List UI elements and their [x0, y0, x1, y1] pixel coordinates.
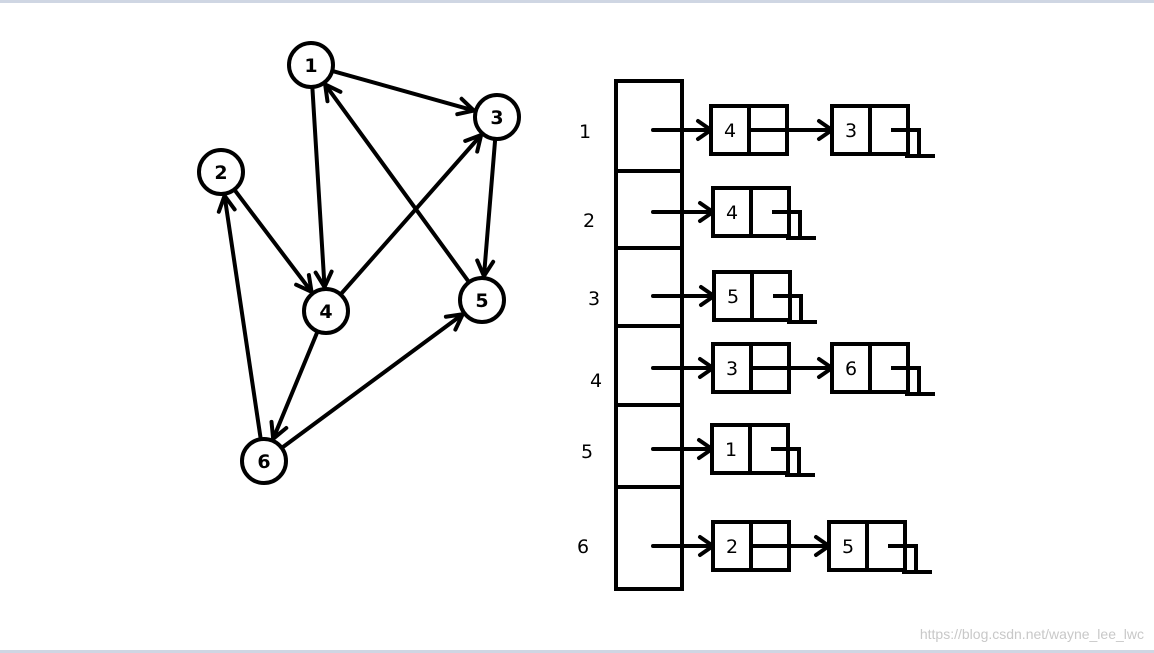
- null-pointer-icon: [771, 447, 815, 477]
- list-node-value: 2: [726, 536, 738, 558]
- watermark: https://blog.csdn.net/wayne_lee_lwc: [919, 626, 1144, 642]
- list-node-value: 5: [727, 286, 739, 308]
- edge-5-1: [323, 82, 471, 284]
- list-node-value: 3: [845, 120, 857, 142]
- edge-4-6: [269, 330, 320, 441]
- list-node-value: 5: [842, 536, 854, 558]
- row-label: 2: [583, 210, 595, 232]
- node-label: 4: [319, 301, 332, 323]
- vertex-array: [614, 79, 684, 591]
- list-node-value: 4: [724, 120, 736, 142]
- graph-node-2: 2: [197, 148, 245, 196]
- edge-4-3: [339, 133, 484, 296]
- graph-node-5: 5: [458, 276, 506, 324]
- node-label: 6: [257, 451, 270, 473]
- bottom-border: [0, 650, 1154, 653]
- node-label: 3: [490, 107, 503, 129]
- list-node-value: 3: [726, 358, 738, 380]
- edge-2-4: [232, 188, 314, 294]
- row-label: 3: [588, 288, 600, 310]
- node-label: 5: [475, 290, 488, 312]
- edge-6-5: [280, 312, 465, 450]
- null-pointer-icon: [891, 366, 935, 396]
- row-label: 1: [579, 121, 591, 143]
- null-pointer-icon: [772, 210, 816, 240]
- list-node-value: 1: [725, 439, 737, 461]
- adjacency-row-1: 1 4 3: [579, 104, 935, 158]
- list-node-value: 6: [845, 358, 857, 380]
- edge-1-4: [310, 85, 334, 290]
- null-pointer-icon: [773, 294, 817, 324]
- list-node-1-4: 4: [709, 104, 789, 156]
- null-pointer-icon: [891, 128, 935, 158]
- edge-3-5: [475, 137, 498, 279]
- graph-node-4: 4: [302, 287, 350, 335]
- null-pointer-icon: [888, 544, 932, 574]
- adjacency-row-6: 6 2 5: [577, 520, 932, 574]
- edge-1-3: [331, 69, 476, 117]
- list-node-value: 4: [726, 202, 738, 224]
- graph-node-6: 6: [240, 437, 288, 485]
- graph-nodes: 1 2 3 4 5 6: [197, 41, 521, 485]
- graph-edges: [216, 69, 498, 450]
- graph-node-1: 1: [287, 41, 335, 89]
- row-label: 4: [590, 370, 602, 392]
- node-label: 2: [214, 162, 227, 184]
- adjacency-row-4: 4 3 6: [590, 342, 935, 396]
- top-border: [0, 0, 1154, 3]
- row-label: 6: [577, 536, 589, 558]
- node-label: 1: [304, 55, 317, 77]
- graph-node-3: 3: [473, 93, 521, 141]
- row-label: 5: [581, 441, 593, 463]
- edge-6-2: [216, 193, 263, 441]
